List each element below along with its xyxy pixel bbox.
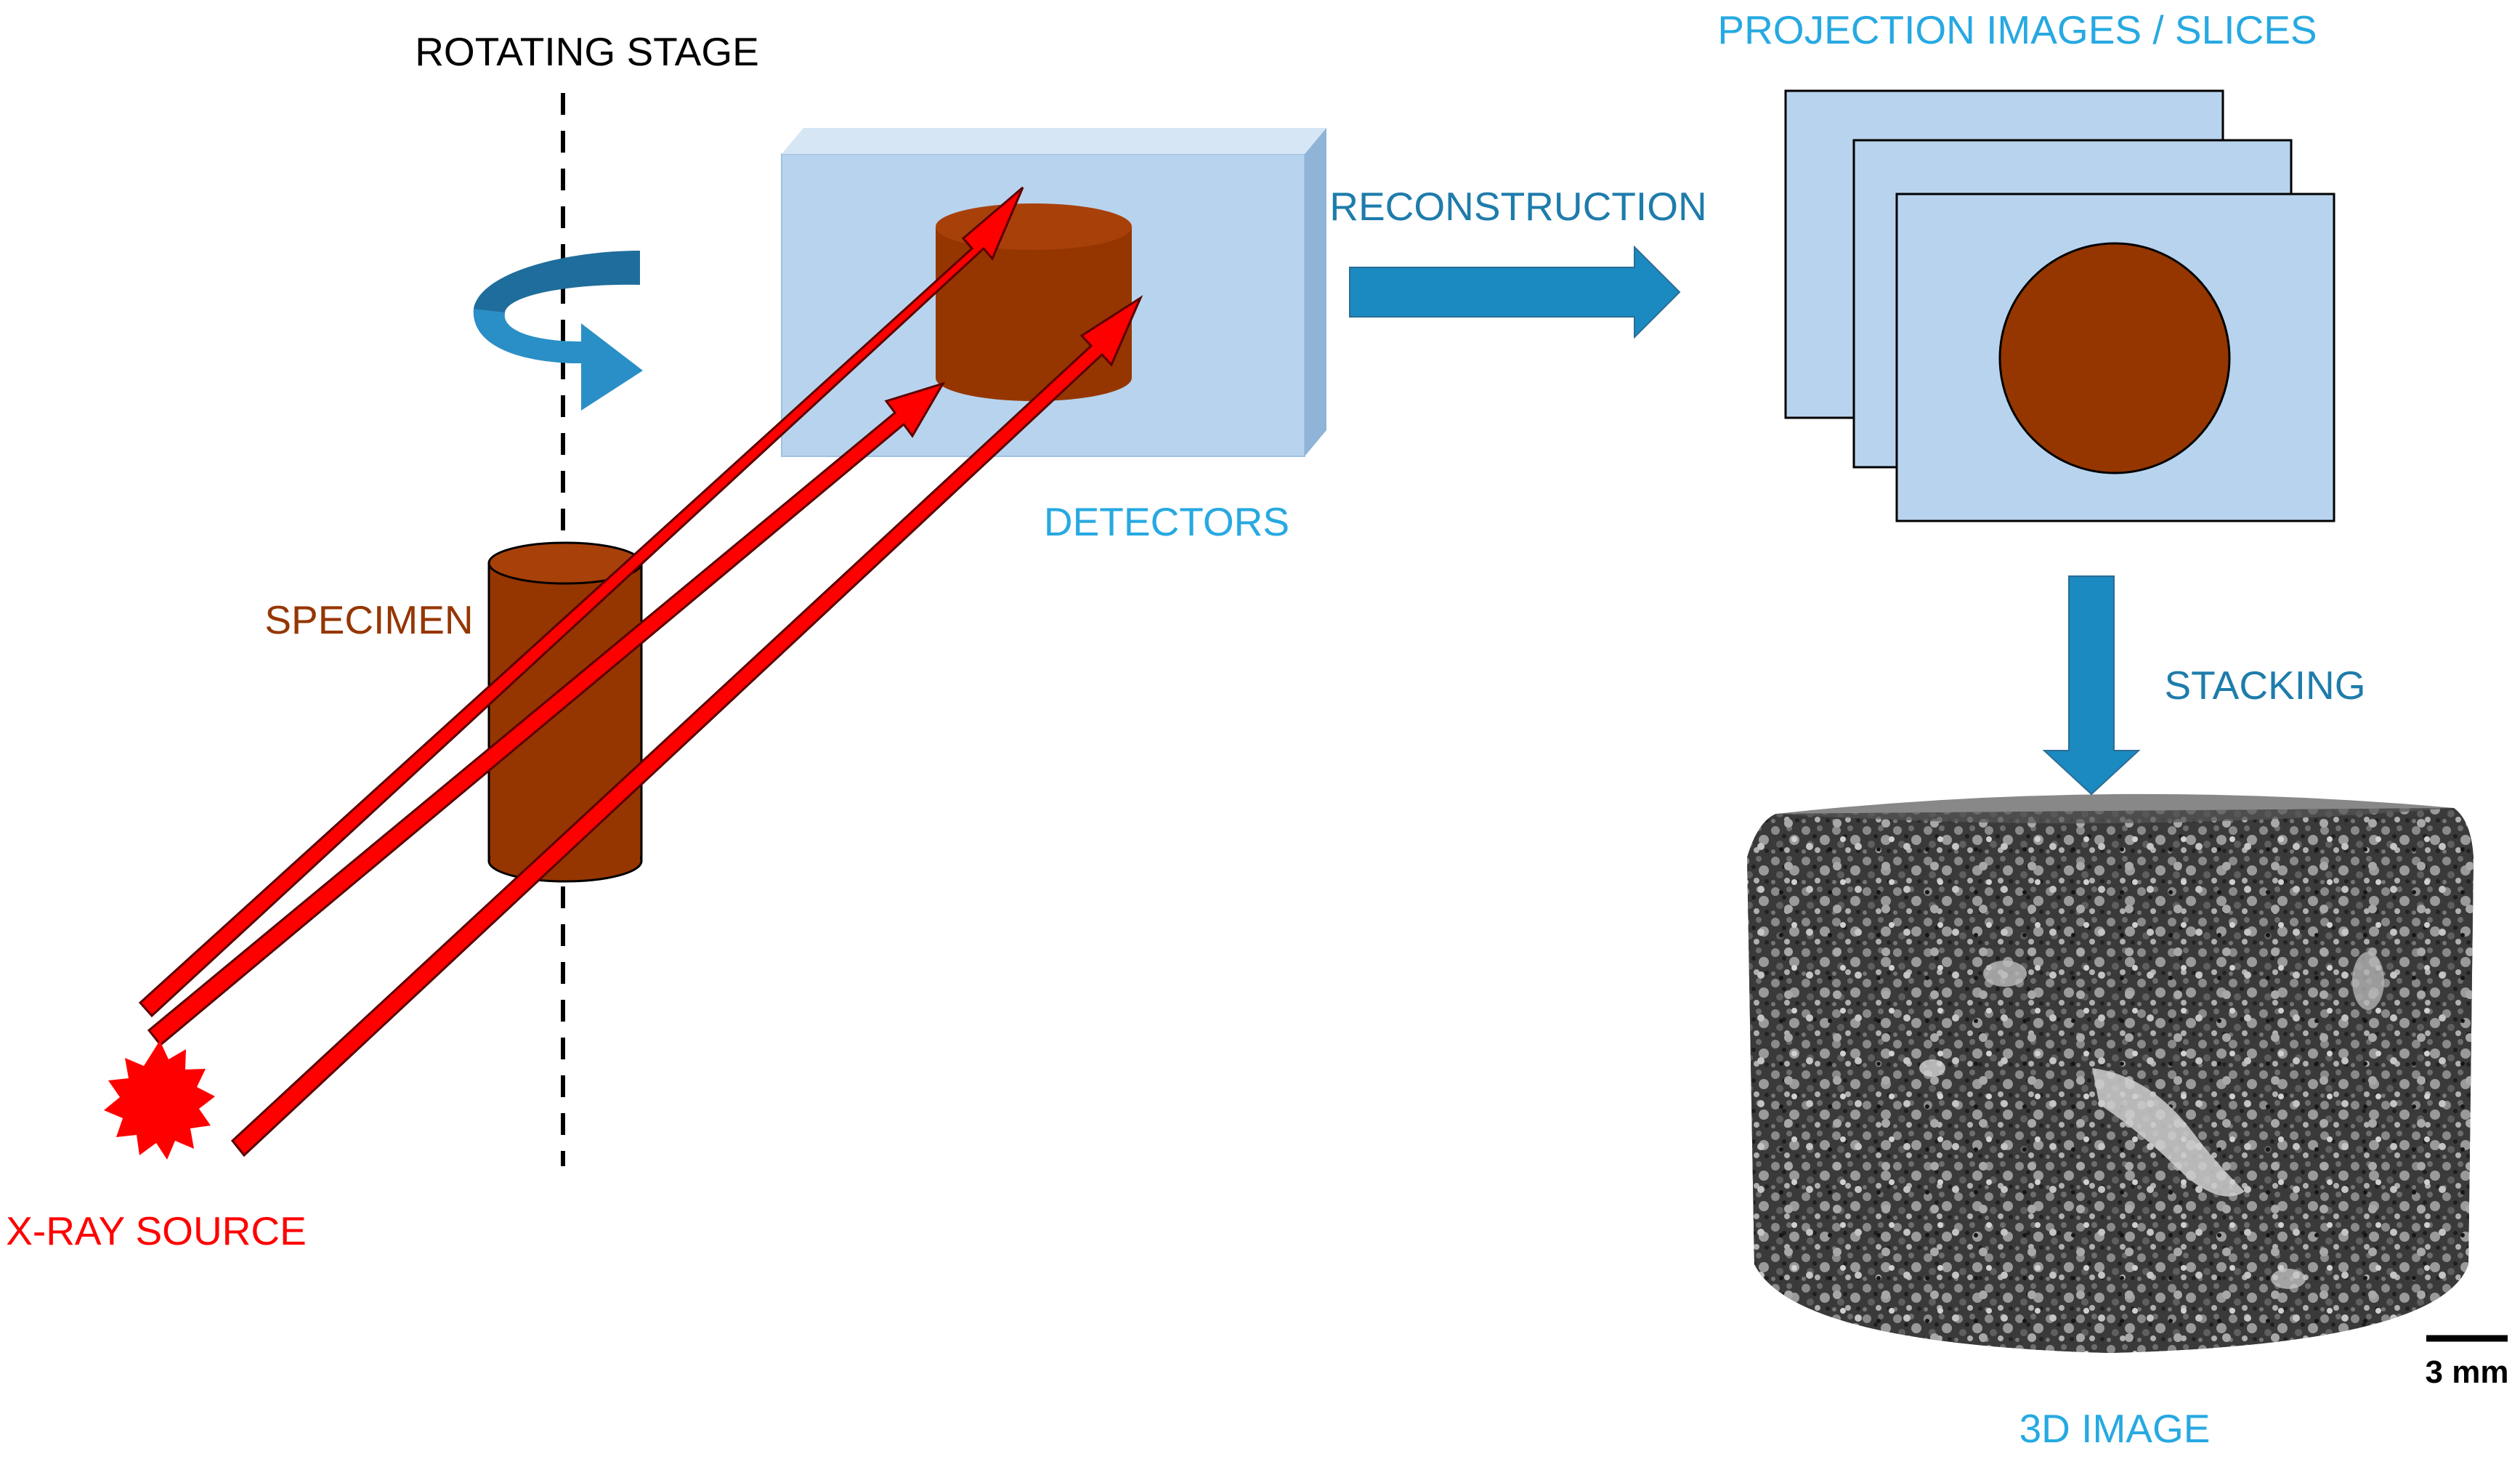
specimen-cylinder bbox=[487, 541, 643, 883]
3d-image-render bbox=[1747, 793, 2474, 1353]
xray-source-burst-icon bbox=[104, 1040, 215, 1160]
xray-source-label: X-RAY SOURCE bbox=[6, 1208, 307, 1253]
rotation-arrow-icon bbox=[473, 251, 643, 411]
specimen-label: SPECIMEN bbox=[264, 597, 473, 642]
reconstruction-arrow-icon bbox=[1349, 245, 1681, 339]
scale-bar-label: 3 mm bbox=[2426, 1354, 2509, 1390]
stacking-arrow-icon bbox=[2042, 575, 2141, 796]
xray-beams bbox=[138, 186, 1143, 1157]
3d-image-label: 3D IMAGE bbox=[2019, 1406, 2211, 1451]
projection-slices-stack bbox=[1784, 89, 2335, 522]
reconstruction-label: RECONSTRUCTION bbox=[1329, 184, 1706, 229]
detector-panel bbox=[781, 128, 1326, 457]
rotating-stage-label: ROTATING STAGE bbox=[415, 29, 759, 74]
projection-images-label: PROJECTION IMAGES / SLICES bbox=[1717, 7, 2317, 52]
slice-specimen-cross-section bbox=[1998, 242, 2231, 474]
detector-specimen-shadow bbox=[936, 203, 1132, 401]
stacking-label: STACKING bbox=[2164, 663, 2365, 708]
detectors-label: DETECTORS bbox=[1044, 499, 1289, 544]
